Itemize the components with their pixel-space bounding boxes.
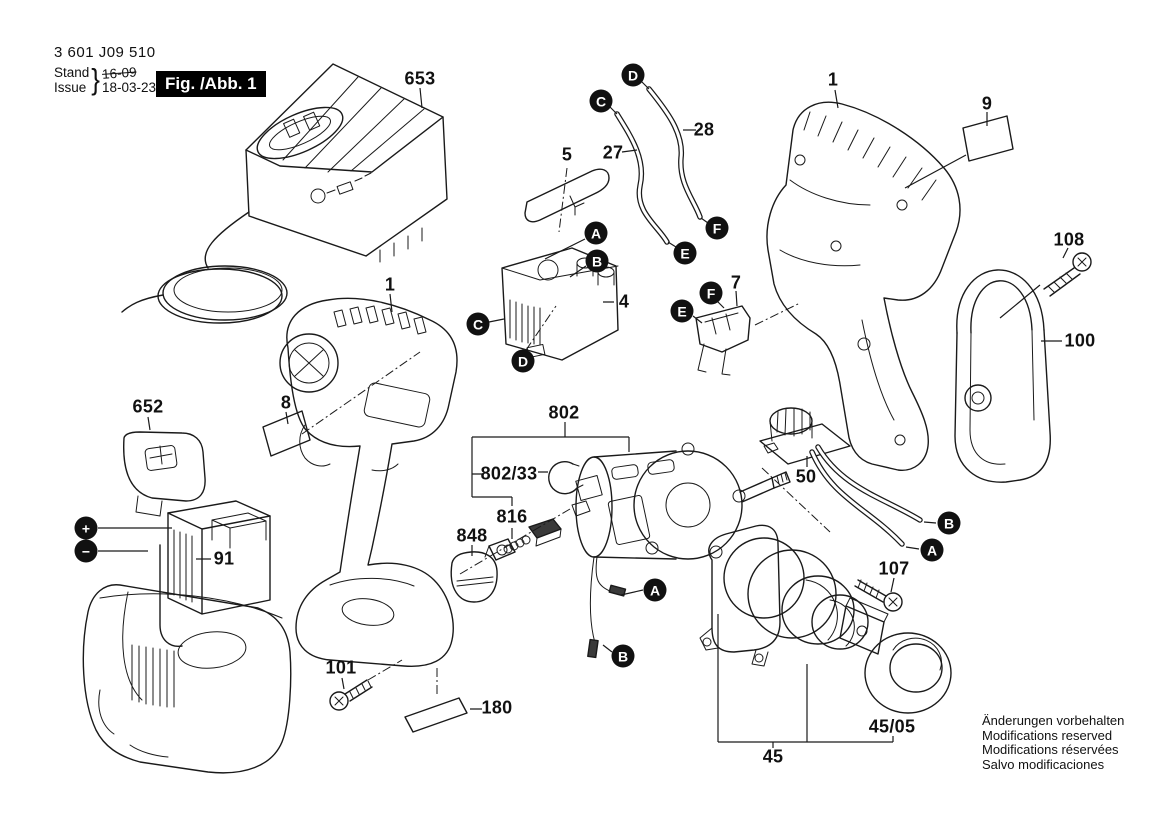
right-housing-drawing <box>766 101 961 471</box>
part-label-180: 180 <box>481 697 513 718</box>
part-label-5: 5 <box>561 144 573 165</box>
part-label-802: 802 <box>548 402 580 423</box>
part-label-653: 653 <box>404 68 436 89</box>
ring-45-05-drawing <box>864 632 952 714</box>
legal-line-de: Änderungen vorbehalten <box>982 713 1125 728</box>
terminal-badge-B-motor: B <box>611 644 635 668</box>
part-label-4: 4 <box>618 291 630 312</box>
part-label-91: 91 <box>213 548 235 569</box>
part-label-27: 27 <box>602 142 624 163</box>
clip-drawing <box>695 305 751 376</box>
leader-lines <box>98 81 1069 748</box>
charger-drawing <box>121 63 448 324</box>
legal-note: Änderungen vorbehalten Modifications res… <box>982 713 1125 772</box>
part-label-652: 652 <box>132 396 164 417</box>
part-label-28: 28 <box>693 119 715 140</box>
part-label-848: 848 <box>456 525 488 546</box>
retaining-ring-drawing <box>548 461 584 495</box>
terminal-badge-E-wire: E <box>673 241 697 265</box>
legal-line-fr: Modifications réservées <box>982 742 1119 757</box>
terminal-badge-A-switch: A <box>584 221 608 245</box>
stand-label: Stand <box>54 64 90 80</box>
terminal-badge-F-clip: F <box>699 281 723 305</box>
terminal-badge-C-wire: C <box>589 89 613 113</box>
terminal-badge-A-led: A <box>920 538 944 562</box>
part-label-7: 7 <box>730 272 742 293</box>
slider-button-drawing <box>524 168 610 223</box>
brush-cap-drawing <box>450 551 498 603</box>
terminal-badge-F-wire: F <box>705 216 729 240</box>
terminal-badge-A-motor: A <box>643 578 667 602</box>
terminal-badge-plus: + <box>74 516 98 540</box>
cap-652-drawing <box>123 431 206 517</box>
part-label-1-right: 1 <box>827 69 839 90</box>
part-label-45: 45 <box>762 746 784 767</box>
part-label-816: 816 <box>496 506 528 527</box>
axis-lines <box>301 167 831 694</box>
left-housing-drawing <box>279 297 458 667</box>
document-number: 3 601 J09 510 <box>54 44 156 61</box>
part-label-101: 101 <box>325 657 357 678</box>
part-label-9: 9 <box>981 93 993 114</box>
motor-drawing <box>571 442 791 659</box>
terminal-badge-E-clip: E <box>670 299 694 323</box>
part-label-50: 50 <box>795 466 817 487</box>
screw-108-drawing <box>1043 252 1092 297</box>
part-label-45-05: 45/05 <box>868 716 916 737</box>
wire-27-drawing <box>614 111 670 245</box>
screw-101-drawing <box>329 679 373 711</box>
part-label-107: 107 <box>878 558 910 579</box>
revision-brace: } <box>91 61 100 97</box>
terminal-badge-D-switch: D <box>511 349 535 373</box>
revision-new-value: 18-03-23 <box>101 79 157 95</box>
screw-107-drawing <box>854 579 903 612</box>
part-label-1-left: 1 <box>384 274 396 295</box>
wire-28-drawing <box>646 86 703 220</box>
sticker-8-drawing <box>262 410 311 457</box>
part-label-100: 100 <box>1064 330 1096 351</box>
led-module-drawing <box>759 407 923 547</box>
terminal-badge-D-wire: D <box>621 63 645 87</box>
sticker-9-drawing <box>962 115 1014 162</box>
figure-label: Fig. /Abb. 1 <box>156 71 266 97</box>
part-label-802-33: 802/33 <box>480 463 538 484</box>
part-label-108: 108 <box>1053 229 1085 250</box>
revision-block: Stand Issue } 16-09 18-03-23 <box>54 61 157 97</box>
terminal-badge-C-switch: C <box>466 312 490 336</box>
issue-label: Issue <box>54 79 87 95</box>
revision-old-value: 16-09 <box>101 63 138 82</box>
battery-drawing <box>82 500 292 774</box>
gearbox-drawing <box>699 524 889 667</box>
belt-hook-drawing <box>954 269 1051 483</box>
terminal-badge-B-switch: B <box>585 249 609 273</box>
terminal-badge-minus: − <box>74 539 98 563</box>
legal-line-es: Salvo modificaciones <box>982 756 1105 772</box>
part-label-8: 8 <box>280 392 292 413</box>
sticker-180-drawing <box>404 697 468 733</box>
legal-line-en: Modifications reserved <box>982 727 1113 743</box>
terminal-badge-B-led: B <box>937 511 961 535</box>
